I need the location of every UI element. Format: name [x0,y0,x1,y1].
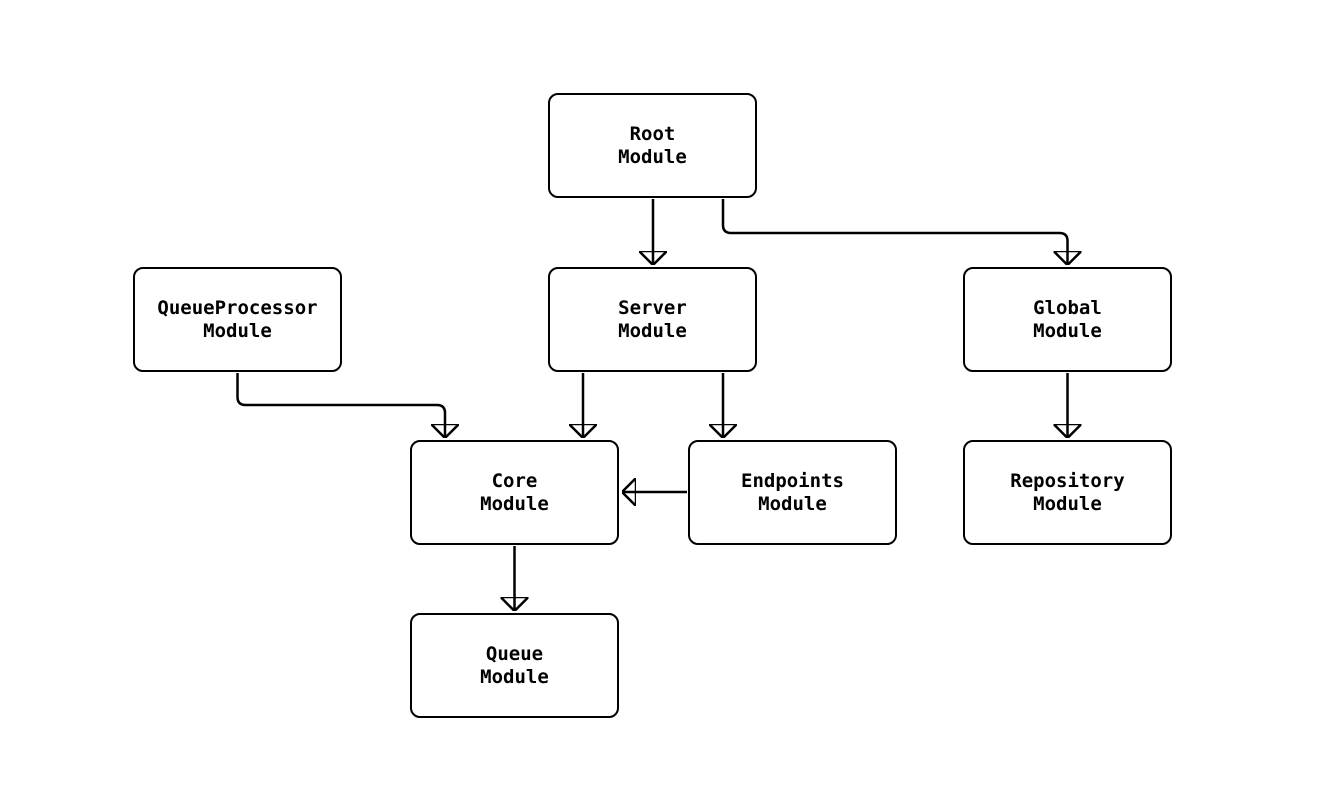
node-label: QueueProcessor Module [157,296,318,342]
node-label: Queue Module [480,642,549,688]
node-root-module: Root Module [548,93,757,198]
edge-root-to-global-arrow [721,199,1068,264]
edge-queueprocessor-to-core-arrow [236,373,446,437]
node-label: Core Module [480,469,549,515]
node-endpoints-module: Endpoints Module [688,440,897,545]
node-label: Endpoints Module [741,469,844,515]
node-queueprocessor-module: QueueProcessor Module [133,267,342,372]
node-core-module: Core Module [410,440,619,545]
node-queue-module: Queue Module [410,613,619,718]
node-server-module: Server Module [548,267,757,372]
node-label: Root Module [618,122,687,168]
node-global-module: Global Module [963,267,1172,372]
node-repository-module: Repository Module [963,440,1172,545]
node-label: Global Module [1033,296,1102,342]
node-label: Server Module [618,296,687,342]
node-label: Repository Module [1010,469,1125,515]
